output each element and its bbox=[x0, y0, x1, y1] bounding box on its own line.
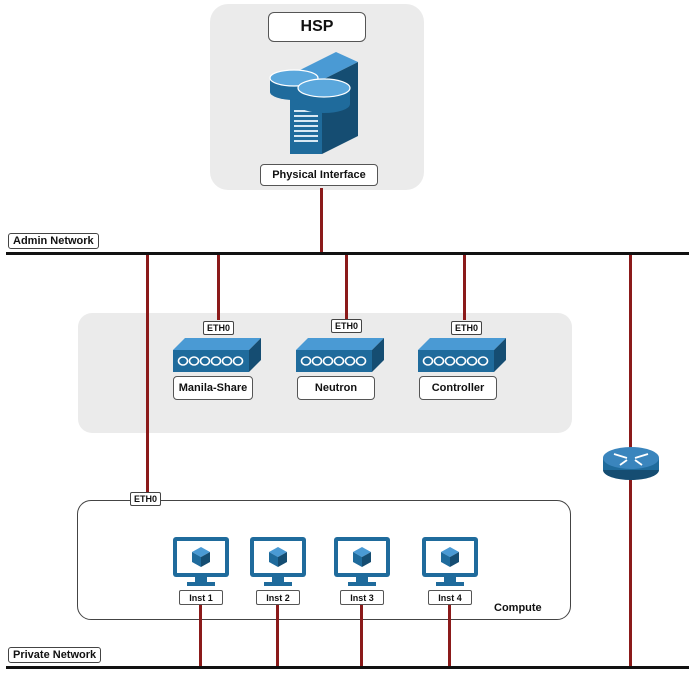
services-panel bbox=[78, 313, 572, 433]
manila-eth0-label: ETH0 bbox=[203, 321, 235, 335]
router-wire bbox=[629, 254, 632, 668]
private-network-line bbox=[6, 666, 689, 669]
compute-eth0-label: ETH0 bbox=[130, 492, 162, 506]
inst1-label: Inst 1 bbox=[179, 590, 223, 605]
inst1-private-wire bbox=[199, 604, 202, 668]
controller-admin-wire bbox=[463, 254, 466, 320]
physical-interface-label: Physical Interface bbox=[260, 164, 378, 186]
neutron-eth0-label: ETH0 bbox=[331, 319, 363, 333]
inst4-label: Inst 4 bbox=[428, 590, 472, 605]
admin-network-line bbox=[6, 252, 689, 255]
compute-admin-wire bbox=[146, 254, 149, 498]
hsp-title: HSP bbox=[268, 12, 366, 42]
manila-admin-wire bbox=[217, 254, 220, 320]
inst2-private-wire bbox=[276, 604, 279, 668]
neutron-admin-wire bbox=[345, 254, 348, 320]
neutron-label: Neutron bbox=[297, 376, 375, 400]
inst3-private-wire bbox=[360, 604, 363, 668]
controller-label: Controller bbox=[419, 376, 497, 400]
private-network-label: Private Network bbox=[8, 647, 102, 663]
compute-panel bbox=[77, 500, 571, 620]
inst3-label: Inst 3 bbox=[340, 590, 384, 605]
admin-network-label: Admin Network bbox=[8, 233, 99, 249]
compute-label: Compute bbox=[494, 602, 542, 614]
controller-eth0-label: ETH0 bbox=[451, 321, 483, 335]
inst4-private-wire bbox=[448, 604, 451, 668]
hsp-admin-wire bbox=[320, 188, 323, 254]
manila-share-label: Manila-Share bbox=[173, 376, 253, 400]
inst2-label: Inst 2 bbox=[256, 590, 300, 605]
